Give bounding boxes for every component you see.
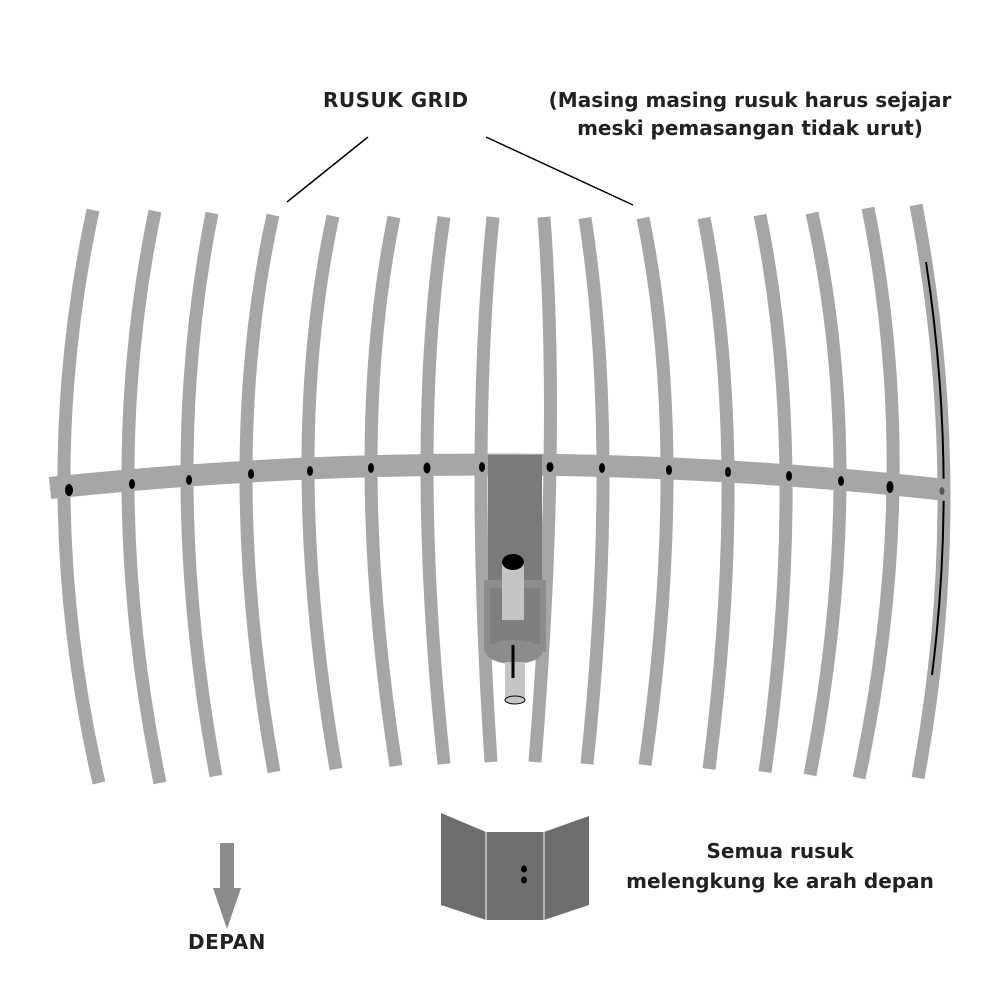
leader-line-left [286,136,369,203]
curve-caption-line-2: melengkung ke arah depan [626,869,934,893]
folded-reflector-icon [441,813,589,920]
feed-tube-top [502,554,524,570]
spine-hole-16 [939,487,945,495]
rib-12 [697,216,735,770]
rib-6 [364,215,403,767]
spine-hole-14 [838,476,844,486]
rib-11 [636,216,674,766]
spine-hole-12 [725,467,731,477]
rib-4 [239,213,281,774]
rib-5 [301,214,343,771]
spine-hole-4 [248,469,254,479]
rib-13 [753,213,793,773]
spine-hole-1 [65,484,73,496]
leader-line-right [485,136,634,206]
rib-2 [121,209,167,785]
feed-connector-bottom [504,695,526,705]
parallel-note-line-1: (Masing masing rusuk harus sejajar [548,88,952,112]
spine-hole-9 [546,462,554,472]
arrow-down-icon [213,843,241,929]
spine-hole-6 [368,463,374,473]
spine-hole-3 [186,475,192,485]
spine-hole-8 [479,462,485,472]
parallel-note-line-2: meski pemasangan tidak urut) [577,116,923,140]
spine-hole-10 [599,463,605,473]
rib-3 [180,211,223,778]
rib-edge-line [925,261,945,676]
feed-cylinder-icon [484,455,546,705]
spine-hole-2 [129,479,135,489]
spine-hole-11 [666,465,672,475]
spine-hole-13 [786,471,792,481]
rib-10 [578,217,610,765]
parallel-note: (Masing masing rusuk harus sejajar meski… [540,86,960,142]
rib-7 [420,216,451,765]
spine-hole-15 [886,481,894,493]
spine-hole-5 [307,466,313,476]
curve-caption-line-1: Semua rusuk [706,839,854,863]
rib-14 [803,211,847,777]
front-label: DEPAN [188,930,266,954]
rib-grid-label: RUSUK GRID [323,88,469,112]
curve-caption: Semua rusuk melengkung ke arah depan [600,836,960,896]
feed-tube [502,560,524,620]
spine-holes [65,462,945,496]
feed-connector [505,662,525,700]
spine-hole-7 [423,462,431,474]
